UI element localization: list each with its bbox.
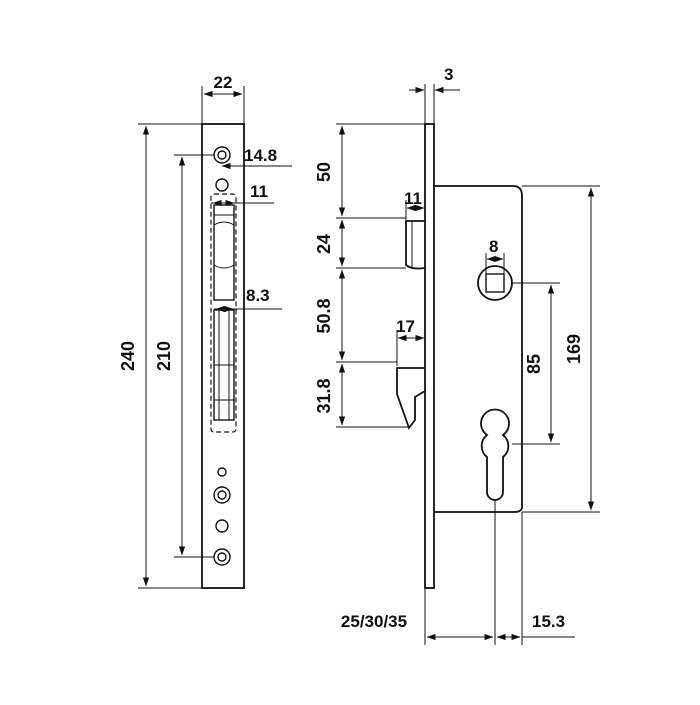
- faceplate-outline: [201, 123, 245, 589]
- dim-case-height-label: 169: [564, 334, 584, 364]
- upper-fixing-hole: [215, 178, 229, 192]
- dim-cylinder-offset-label: 15.3: [532, 612, 565, 631]
- latch-opening: [213, 204, 235, 301]
- dim-latch-width-label: 11: [250, 182, 268, 201]
- dim-chain-left: 50 24 50.8 31.8: [314, 123, 425, 428]
- dim-plate-width-label: 22: [214, 73, 233, 92]
- dim-latch-to-bolt-label: 50.8: [314, 298, 334, 333]
- dim-plate-thickness: 3: [409, 65, 460, 124]
- bolt-opening: [213, 309, 235, 421]
- dim-backset-label: 25/30/35: [341, 612, 407, 631]
- dim-plate-thickness-label: 3: [444, 65, 453, 84]
- spindle-hub: [477, 265, 513, 301]
- dim-bolt-width: 8.3: [214, 286, 282, 313]
- dim-bolt-height-label: 31.8: [314, 378, 334, 413]
- lower-fixing-hole: [215, 519, 229, 533]
- dim-bolt-projection-label: 17: [396, 317, 415, 336]
- dim-plate-height: 240: [118, 123, 202, 589]
- dim-latch-projection-label: 11: [404, 189, 422, 208]
- dim-centre-distance: 85: [512, 282, 560, 445]
- lower-screw-hole: [213, 486, 231, 504]
- lower-fixing-hole-small: [217, 467, 227, 477]
- dim-hole-offset: 14.8: [221, 146, 292, 170]
- dim-latch-width: 11: [211, 182, 274, 207]
- dim-spindle-label: 8: [489, 237, 498, 256]
- dim-plate-width: 22: [201, 73, 245, 124]
- dim-case-height: 169: [522, 185, 600, 513]
- faceplate-front-view: 22 240 210 14.8 11: [118, 73, 292, 589]
- latch-bolt-opening: [210, 193, 237, 433]
- dim-latch-projection: 11: [404, 189, 425, 220]
- cylinder-hole: [480, 408, 510, 501]
- bottom-screw-hole: [213, 548, 231, 566]
- faceplate-edge: [424, 123, 435, 589]
- dim-cylinder-offset: 15.3: [496, 512, 575, 645]
- dim-plate-height-label: 240: [118, 341, 138, 371]
- lock-body-side-view: 3 50 24 50.8 31.8 11: [314, 65, 600, 645]
- dim-hole-spacing: 210: [154, 154, 214, 558]
- lock-case: [434, 185, 523, 513]
- dim-hole-offset-label: 14.8: [244, 146, 277, 165]
- latch-bolt: [405, 220, 426, 270]
- dim-bolt-width-label: 8.3: [246, 286, 270, 305]
- dim-backset: 25/30/35: [341, 500, 496, 645]
- dim-hole-spacing-label: 210: [154, 341, 174, 371]
- dead-bolt: [396, 367, 426, 430]
- dim-spindle: 8: [485, 237, 505, 274]
- top-screw-hole: [213, 146, 231, 164]
- dim-latch-height-label: 24: [314, 234, 334, 254]
- dim-top-to-latch-label: 50: [314, 162, 334, 182]
- dim-centre-distance-label: 85: [524, 354, 544, 374]
- dim-bolt-projection: 17: [396, 317, 425, 366]
